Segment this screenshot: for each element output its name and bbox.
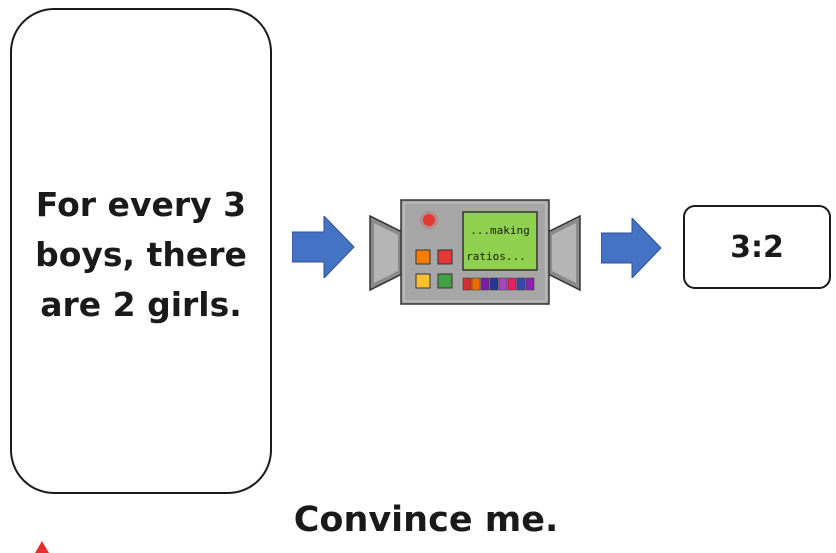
machine-screen-line-2: ratios... bbox=[466, 250, 526, 263]
ratio-machine-icon: ...making ratios... bbox=[369, 199, 581, 305]
input-statement-box: For every 3 boys, there are 2 girls. bbox=[10, 8, 272, 494]
input-line-2: boys, there bbox=[35, 235, 247, 274]
input-statement-text: For every 3 boys, there are 2 girls. bbox=[35, 180, 247, 330]
caption: Convince me. bbox=[293, 500, 559, 540]
machine-screen-line-1: ...making bbox=[470, 224, 530, 237]
output-ratio-text: 3:2 bbox=[730, 229, 784, 265]
input-line-1: For every 3 bbox=[35, 185, 247, 224]
red-mark-icon bbox=[35, 541, 49, 553]
input-line-3: are 2 girls. bbox=[40, 285, 242, 324]
right-arrow-icon bbox=[601, 218, 662, 278]
right-arrow-icon bbox=[292, 216, 355, 278]
output-ratio-box: 3:2 bbox=[683, 205, 831, 289]
